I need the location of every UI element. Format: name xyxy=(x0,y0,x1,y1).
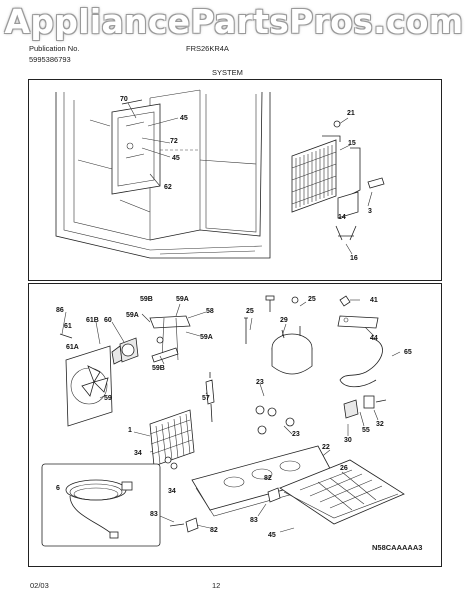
callout-bottom-29: 26 xyxy=(340,465,348,472)
diagram-code: N58CAAAAA3 xyxy=(372,543,423,552)
publication-label: Publication No. xyxy=(29,44,80,53)
callout-bottom-19: 23 xyxy=(256,379,264,386)
callout-top-6: 15 xyxy=(348,140,356,147)
callout-top-2: 72 xyxy=(170,138,178,145)
fan-blade xyxy=(81,365,109,397)
model-number: FRS26KR4A xyxy=(186,44,229,53)
callout-bottom-17: 65 xyxy=(404,349,412,356)
condenser-bracket xyxy=(335,147,385,241)
footer-date: 02/03 xyxy=(30,581,49,590)
drain-pan xyxy=(279,459,405,525)
callout-leaders-bottom xyxy=(61,299,401,533)
condenser-coil-bottom xyxy=(149,409,195,470)
callout-top-8: 14 xyxy=(338,214,346,221)
callout-bottom-8: 59A xyxy=(200,334,213,341)
grommets xyxy=(255,405,295,435)
fastener-screws xyxy=(244,295,351,344)
callout-bottom-33: 83 xyxy=(150,511,158,518)
cabinet-drawing xyxy=(55,89,271,259)
callout-bottom-22: 34 xyxy=(134,450,142,457)
callout-bottom-20: 23 xyxy=(292,431,300,438)
callout-bottom-18: 57 xyxy=(202,395,210,402)
callout-top-3: 45 xyxy=(172,155,180,162)
callout-bottom-31: 83 xyxy=(250,517,258,524)
callout-bottom-25: 22 xyxy=(322,444,330,451)
callout-bottom-10: 59B xyxy=(152,365,165,372)
condenser-coil xyxy=(291,120,341,213)
callout-bottom-3: 60 xyxy=(104,317,112,324)
callout-bottom-15: 41 xyxy=(370,297,378,304)
callout-bottom-11: 59 xyxy=(104,395,112,402)
tubing xyxy=(339,337,383,388)
section-title: SYSTEM xyxy=(212,68,243,77)
watermark: AppliancePartsPros.com xyxy=(4,2,464,41)
fan-bracket xyxy=(149,315,191,363)
callout-bottom-23: 34 xyxy=(168,488,176,495)
top-diagram-frame xyxy=(28,79,442,281)
callout-bottom-9: 61A xyxy=(66,344,79,351)
callout-bottom-4: 59A xyxy=(126,312,139,319)
relay-overload xyxy=(343,395,387,419)
callout-bottom-2: 61B xyxy=(86,317,99,324)
callout-top-7: 3 xyxy=(368,208,372,215)
condenser-fan-motor xyxy=(119,337,139,363)
drier xyxy=(205,372,215,423)
mounting-plate xyxy=(337,315,379,329)
publication-number: 5995386793 xyxy=(29,55,71,64)
callout-bottom-12: 25 xyxy=(246,308,254,315)
callout-top-5: 21 xyxy=(347,110,355,117)
leveling-feet xyxy=(169,487,281,533)
callout-bottom-21: 1 xyxy=(128,427,132,434)
callout-bottom-7: 58 xyxy=(206,308,214,315)
callout-top-0: 70 xyxy=(120,96,128,103)
evaporator-cover xyxy=(111,99,161,195)
callout-top-9: 16 xyxy=(350,255,358,262)
compressor xyxy=(271,326,313,375)
callout-bottom-0: 86 xyxy=(56,307,64,314)
callout-bottom-6: 59A xyxy=(176,296,189,303)
callout-bottom-26: 30 xyxy=(344,437,352,444)
callout-top-1: 45 xyxy=(180,115,188,122)
callout-bottom-27: 55 xyxy=(362,427,370,434)
callout-bottom-32: 82 xyxy=(210,527,218,534)
bottom-diagram-frame xyxy=(28,283,442,567)
callout-bottom-5: 59B xyxy=(140,296,153,303)
callout-bottom-13: 25 xyxy=(308,296,316,303)
callout-bottom-24: 6 xyxy=(56,485,60,492)
callout-bottom-1: 61 xyxy=(64,323,72,330)
callout-top-4: 62 xyxy=(164,184,172,191)
callout-bottom-28: 32 xyxy=(376,421,384,428)
callout-bottom-30: 82 xyxy=(264,475,272,482)
callout-bottom-16: 44 xyxy=(370,335,378,342)
footer-page: 12 xyxy=(212,581,221,590)
callout-bottom-14: 29 xyxy=(280,317,288,324)
callout-bottom-34: 45 xyxy=(268,532,276,539)
wiring-harness-detail xyxy=(41,463,161,547)
